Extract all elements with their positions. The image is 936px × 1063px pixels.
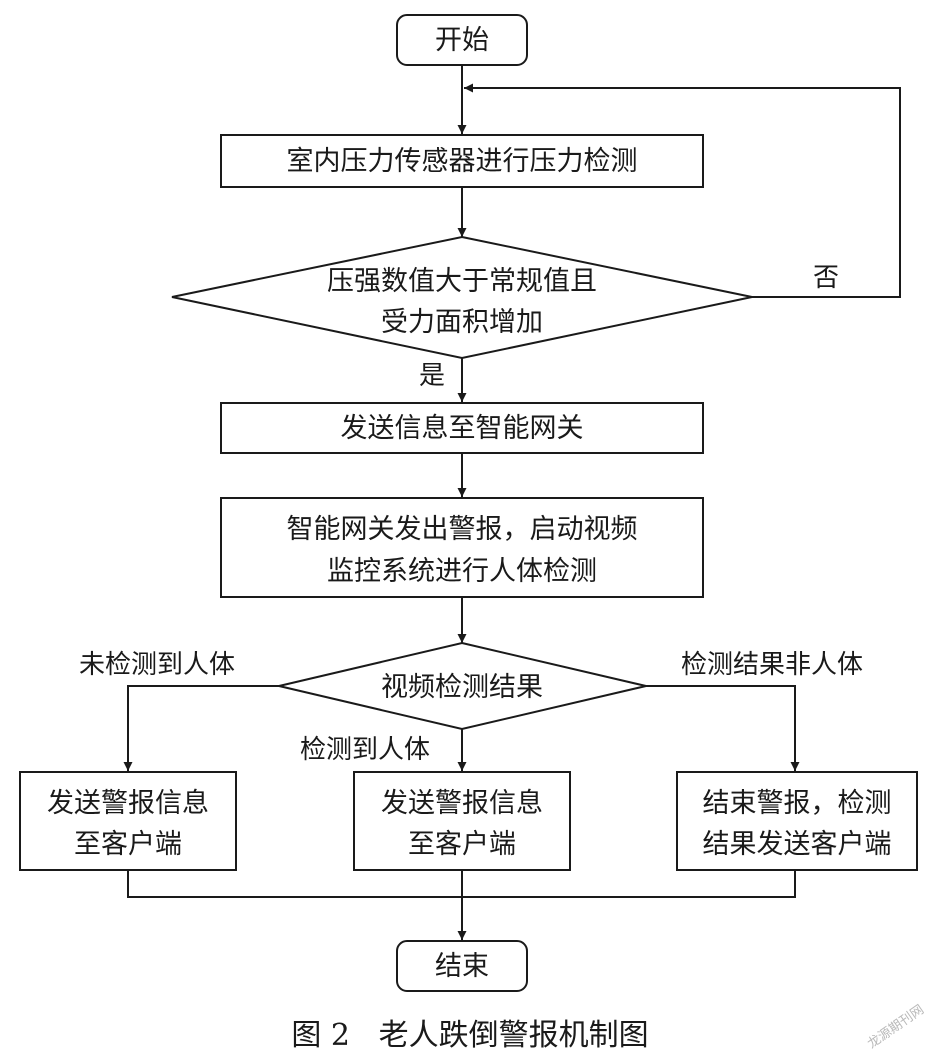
start-shape	[396, 14, 528, 66]
right-outcome-shape	[676, 771, 918, 871]
edge-label-not-person: 检测结果非人体	[681, 650, 863, 680]
gateway-alarm-node: 智能网关发出警报，启动视频 监控系统进行人体检测	[220, 497, 704, 598]
send-gateway-node: 发送信息至智能网关	[220, 402, 704, 454]
pressure-detect-label: 室内压力传感器进行压力检测	[287, 146, 638, 177]
gateway-alarm-label-line2: 监控系统进行人体检测	[327, 556, 597, 587]
edge-label-no: 否	[813, 263, 839, 293]
middle-outcome-node: 发送警报信息 至客户端	[353, 771, 571, 871]
edge-decision-no-loop	[464, 83, 901, 298]
pressure-decision-node: 压强数值大于常规值且 受力面积增加	[171, 235, 753, 360]
left-outcome-label-line1: 发送警报信息	[47, 788, 209, 819]
right-outcome-node: 结束警报，检测 结果发送客户端	[676, 771, 918, 871]
left-outcome-label-line2: 至客户端	[74, 829, 182, 860]
figure-caption: 图 2 老人跌倒警报机制图	[291, 1018, 648, 1053]
decision-label-line2: 受力面积增加	[381, 307, 543, 338]
edge-label-no-person: 未检测到人体	[79, 650, 235, 680]
edge-video-not-person	[646, 685, 800, 771]
pressure-detect-shape	[220, 134, 704, 188]
right-outcome-label-line2: 结果发送客户端	[703, 829, 892, 860]
middle-outcome-shape	[353, 771, 571, 871]
edge-label-person: 检测到人体	[300, 735, 430, 765]
end-node: 结束	[396, 940, 528, 992]
video-result-node: 视频检测结果	[278, 641, 647, 731]
middle-outcome-label-line1: 发送警报信息	[381, 788, 543, 819]
send-gateway-shape	[220, 402, 704, 454]
gateway-alarm-label-line1: 智能网关发出警报，启动视频	[287, 514, 638, 545]
edge-video-no-person	[123, 685, 279, 771]
middle-outcome-label-line2: 至客户端	[408, 829, 516, 860]
pressure-decision-shape	[171, 235, 753, 360]
send-gateway-label: 发送信息至智能网关	[341, 413, 584, 444]
decision-label-line1: 压强数值大于常规值且	[327, 266, 597, 297]
gateway-alarm-shape	[220, 497, 704, 598]
edge-label-yes: 是	[419, 361, 445, 391]
left-outcome-shape	[19, 771, 237, 871]
video-result-label: 视频检测结果	[381, 672, 543, 703]
start-label: 开始	[435, 25, 489, 56]
right-outcome-label-line1: 结束警报，检测	[703, 788, 892, 819]
video-result-shape	[278, 641, 647, 731]
end-shape	[396, 940, 528, 992]
end-label: 结束	[435, 951, 489, 982]
connectors	[123, 65, 901, 940]
left-outcome-node: 发送警报信息 至客户端	[19, 771, 237, 871]
start-node: 开始	[396, 14, 528, 66]
watermark: 龙源期刊网	[865, 1002, 927, 1052]
pressure-detect-node: 室内压力传感器进行压力检测	[220, 134, 704, 188]
